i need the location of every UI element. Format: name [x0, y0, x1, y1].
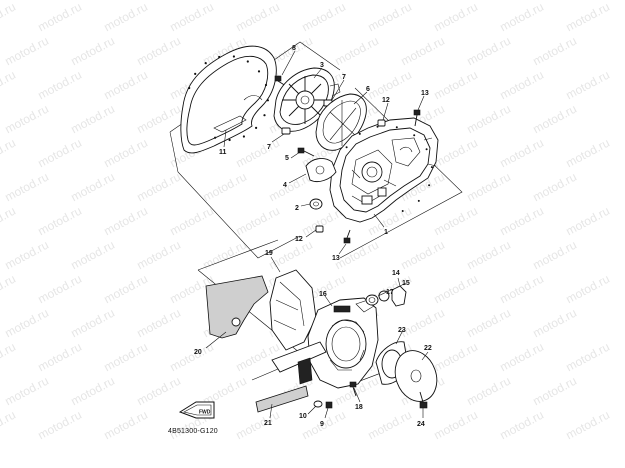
bolt-hole [413, 134, 416, 137]
bushing-2 [309, 198, 323, 210]
bolt-hole [214, 136, 217, 139]
callout-10: 10 [299, 413, 307, 420]
bolt-hole [395, 126, 398, 129]
bolt-hole [232, 55, 235, 58]
callout-21: 21 [264, 420, 272, 427]
callout-11: 11 [219, 149, 227, 156]
bolt-hole [417, 199, 420, 202]
callout-19: 19 [265, 250, 273, 257]
callout-24: 24 [417, 421, 425, 428]
callout-5: 5 [285, 155, 289, 162]
cover-plate-3 [273, 67, 341, 132]
bolt-13a [413, 109, 421, 127]
bolt-hole [264, 83, 268, 87]
callout-16: 16 [319, 291, 327, 298]
dowel-pin-7a [281, 127, 291, 135]
callout-9: 9 [320, 421, 324, 428]
fwd-label: FWD [199, 410, 211, 416]
washer-10 [313, 400, 323, 408]
bolt-hole [263, 114, 266, 117]
callout-2: 2 [295, 205, 299, 212]
gasket-dots [188, 55, 269, 142]
diagram-code: 4B51300-G120 [168, 428, 218, 435]
bolt-hole [204, 62, 207, 65]
bolt-13b [343, 229, 351, 244]
bolt-hole [218, 55, 221, 59]
forward-direction-icon: FWD [178, 401, 215, 419]
collar-17 [365, 294, 379, 306]
o-ring-15 [378, 290, 390, 302]
bracket-4 [305, 158, 337, 183]
bolt-hole [194, 72, 197, 75]
bolt-hole [358, 132, 361, 135]
bolt-hole [246, 60, 249, 63]
upper-assembly-frame [169, 41, 463, 259]
bolt-hole [428, 184, 431, 187]
callout-12b: 12 [295, 236, 303, 243]
callout-7b: 7 [267, 144, 271, 151]
fan-housing-16 [307, 297, 379, 389]
bolt-5 [297, 147, 315, 157]
callout-13b: 13 [332, 255, 340, 262]
callout-12a: 12 [382, 97, 390, 104]
bolt-hole [401, 210, 404, 212]
bolt-hole [242, 135, 245, 138]
guide-strip-21 [255, 341, 327, 413]
cover-bolt-bosses [345, 125, 433, 212]
callout-4: 4 [283, 182, 287, 189]
air-duct-19 [269, 269, 317, 351]
crankcase-cover-1 [329, 117, 439, 223]
bolt-hole [255, 126, 258, 129]
bolt-24 [419, 391, 428, 409]
leader-lines [205, 50, 429, 419]
cap-14 [391, 285, 407, 307]
bolt-hole [257, 70, 261, 73]
bolt-hole [228, 138, 231, 142]
callout-17: 17 [386, 289, 394, 296]
lower-assembly-frame [197, 239, 411, 385]
bolt-hole [425, 148, 428, 151]
bolt-hole [266, 99, 269, 102]
callout-1: 1 [384, 229, 388, 236]
callout-7a: 7 [342, 74, 346, 81]
bolt-9 [325, 401, 333, 409]
callout-labels: 8 3 7 6 12 13 11 7 5 4 2 1 12 13 19 14 1… [194, 45, 432, 428]
callout-13a: 13 [421, 90, 429, 97]
baffle-plate-20 [205, 275, 269, 339]
bolt-hole [345, 146, 348, 149]
dowel-pin-12a [377, 119, 386, 127]
callout-23: 23 [398, 327, 406, 334]
disc-cover-22 [394, 350, 438, 402]
dowel-pin-12b [315, 225, 324, 233]
bolt-hole [430, 166, 433, 169]
bolt-hole [188, 86, 191, 90]
bolt-18 [349, 381, 357, 397]
callout-20: 20 [194, 349, 202, 356]
callout-14: 14 [392, 270, 400, 277]
bolt-hole [376, 125, 379, 128]
callout-6: 6 [366, 86, 370, 93]
callout-22: 22 [424, 345, 432, 352]
callout-3: 3 [320, 62, 324, 69]
callout-18: 18 [355, 404, 363, 411]
callout-15: 15 [402, 280, 410, 287]
cover-gasket [180, 45, 277, 154]
callout-8: 8 [292, 45, 296, 52]
